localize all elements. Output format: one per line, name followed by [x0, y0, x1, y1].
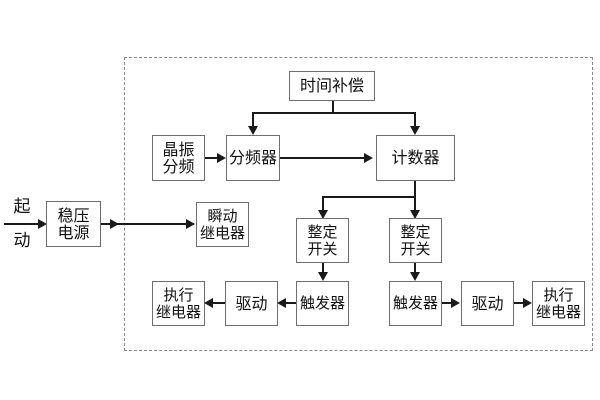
node-label-line1: 执行 [543, 286, 574, 305]
start-label-line1: 起 [13, 197, 31, 217]
arrow-crystal-to-divider [217, 153, 226, 163]
node-label-line2: 继电器 [199, 223, 245, 242]
node-drive-right[interactable]: 驱动 [461, 281, 514, 326]
arrow-drive1-to-execrelay1 [204, 298, 213, 308]
connector-drive2-to-execrelay2 [514, 302, 525, 304]
node-label-line1: 执行 [163, 286, 194, 305]
node-crystal-divider[interactable]: 晶振 分频 [152, 135, 205, 181]
arrow-setswitch1-to-trigger1 [318, 272, 328, 281]
node-label-line1: 驱动 [471, 293, 504, 313]
connector-counter-split-bus [322, 196, 416, 198]
arrow-trigger2-to-drive2 [451, 298, 460, 308]
node-label-line1: 整定 [307, 223, 338, 242]
node-trigger-right[interactable]: 触发器 [389, 281, 442, 326]
connector-crystal-to-divider [205, 157, 219, 159]
arrow-power-boundary [110, 219, 119, 229]
connector-timecomp-stem [332, 101, 334, 114]
connector-timecomp-to-counter [414, 112, 416, 128]
connector-start-to-power [4, 223, 40, 225]
node-setting-switch-left[interactable]: 整定 开关 [296, 218, 349, 263]
arrow-divider-to-counter [364, 153, 373, 163]
node-label-line2: 继电器 [535, 302, 581, 321]
node-execution-relay-right[interactable]: 执行 继电器 [532, 281, 585, 326]
node-label-line2: 开关 [400, 239, 431, 258]
connector-power-to-inst-relay [101, 223, 194, 225]
arrow-drive2-to-execrelay2 [523, 298, 532, 308]
connector-drive1-to-execrelay1 [212, 302, 225, 304]
connector-timecomp-to-divider [252, 112, 254, 128]
node-label-line1: 整定 [400, 223, 431, 242]
node-drive-left[interactable]: 驱动 [225, 281, 278, 326]
connector-counter-to-setswitch1 [322, 196, 324, 212]
arrow-setswitch2-to-trigger2 [410, 272, 420, 281]
start-label: 起 动 [6, 197, 38, 251]
connector-trigger2-to-drive2 [442, 302, 453, 304]
start-label-line2: 动 [13, 230, 31, 251]
node-label-line1: 时间补偿 [299, 76, 364, 96]
node-execution-relay-left[interactable]: 执行 继电器 [152, 281, 205, 326]
connector-divider-to-counter [280, 157, 366, 159]
node-label-line1: 驱动 [235, 293, 268, 313]
node-label-line2: 分频 [162, 157, 195, 176]
arrow-counter-to-setswitch2 [410, 210, 420, 219]
arrow-counter-to-setswitch1 [318, 210, 328, 219]
connector-setswitch1-to-trigger1 [322, 263, 324, 275]
node-label-line1: 稳压 [57, 205, 90, 225]
node-label-line1: 分频器 [228, 148, 277, 168]
arrow-trigger1-to-drive1 [277, 298, 286, 308]
node-label-line1: 触发器 [392, 294, 438, 313]
node-label-line1: 晶振 [162, 139, 195, 159]
node-counter[interactable]: 计数器 [376, 135, 455, 181]
connector-counter-stem [414, 181, 416, 197]
arrow-timecomp-to-counter [410, 126, 420, 135]
node-label-line1: 瞬动 [207, 207, 238, 226]
node-label-line1: 计数器 [391, 148, 440, 168]
node-label-line2: 电源 [57, 223, 90, 242]
node-frequency-divider[interactable]: 分频器 [226, 135, 280, 181]
node-trigger-left[interactable]: 触发器 [296, 281, 349, 326]
node-label-line2: 开关 [307, 239, 338, 258]
node-time-compensation[interactable]: 时间补偿 [289, 71, 375, 101]
node-label-line1: 触发器 [299, 294, 345, 313]
node-label-line2: 继电器 [155, 302, 201, 321]
connector-counter-to-setswitch2 [414, 196, 416, 212]
connector-setswitch2-to-trigger2 [414, 263, 416, 275]
node-voltage-regulated-power[interactable]: 稳压 电源 [46, 201, 101, 247]
dashed-boundary [124, 57, 593, 351]
connector-trigger1-to-drive1 [284, 302, 296, 304]
node-setting-switch-right[interactable]: 整定 开关 [389, 218, 442, 263]
arrow-power-to-inst-relay [186, 219, 195, 229]
arrow-start-to-power [38, 219, 47, 229]
arrow-timecomp-to-divider [248, 126, 258, 135]
node-instantaneous-relay[interactable]: 瞬动 继电器 [196, 202, 249, 247]
connector-timecomp-bus [252, 112, 416, 114]
